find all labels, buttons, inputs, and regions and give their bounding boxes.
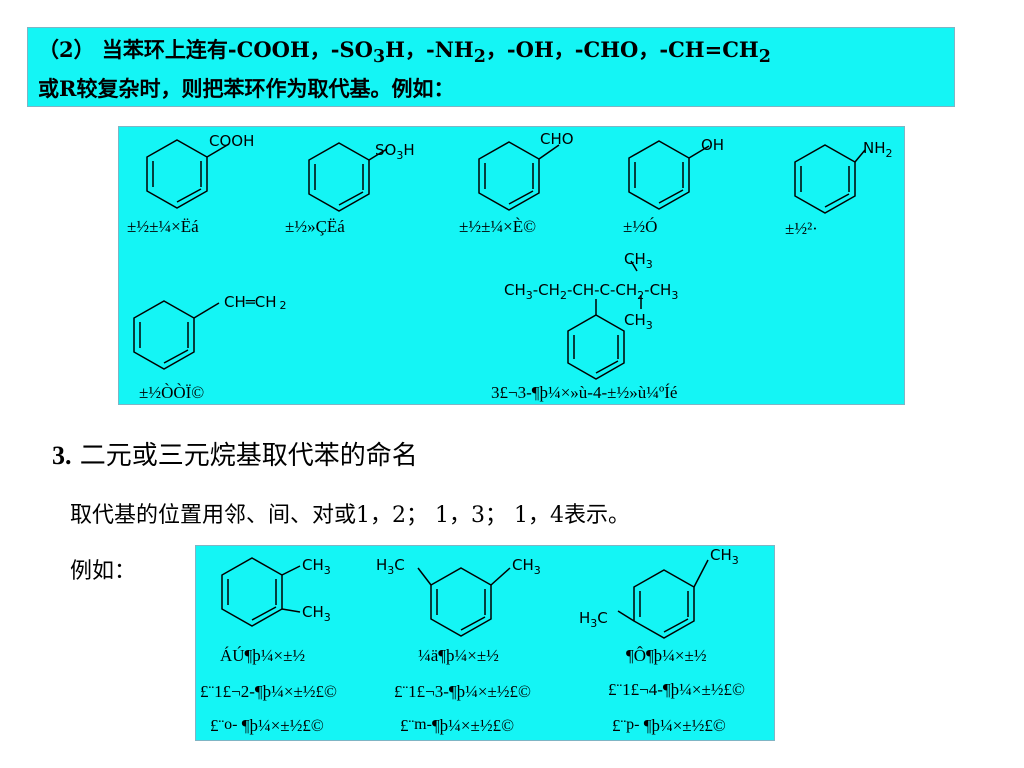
sulfonic-group-label: SO3H [375, 141, 415, 162]
branched-ring [567, 314, 625, 380]
ortho-ring [221, 557, 283, 627]
benzaldehyde-name: ±½±¼×È© [459, 217, 537, 236]
ortho-prefix-name: £¨o- ¶þ¼×±½£© [210, 716, 324, 735]
para-numeric-name: £¨1£¬4-¶þ¼×±½£© [608, 680, 745, 699]
ortho-name: ÁÚ¶þ¼×±½ [220, 646, 306, 665]
para-name: ¶Ô¶þ¼×±½ [626, 646, 707, 665]
styrene-name: ±½ÒÒÏ© [139, 383, 205, 402]
intro-line-1: （2） 当苯环上连有-COOH，-SO3H，-NH2，-OH，-CHO，-CH=… [38, 37, 771, 68]
intro-box: （2） 当苯环上连有-COOH，-SO3H，-NH2，-OH，-CHO，-CH=… [27, 27, 955, 107]
panel2-structures: CH3 CH3 H3C CH3 CH3 H3C [221, 546, 739, 639]
benzoic-ring [146, 139, 208, 209]
section-heading: 3. 二元或三元烷基取代苯的命名 [52, 441, 418, 471]
aniline-ring [794, 144, 856, 214]
aniline-name: ±½²· [785, 219, 818, 238]
xylene-examples-panel: CH3 CH3 H3C CH3 CH3 H3C ÁÚ¶þ¼×±½ £¨1£¬2-… [195, 545, 775, 741]
phenol-name: ±½Ó [623, 217, 658, 236]
meta-methyl-1: H3C [376, 556, 405, 577]
meta-numeric-name: £¨1£¬3-¶þ¼×±½£© [394, 682, 531, 701]
intro-line-2: 或R较复杂时，则把苯环作为取代基。例如： [38, 76, 455, 102]
meta-name: ¼ä¶þ¼×±½ [418, 646, 499, 665]
meta-ring [430, 567, 492, 637]
meta-prefix-name: £¨m-¶þ¼×±½£© [400, 716, 514, 735]
branched-main-chain: CH3-CH2-CH-C-CH2-CH3 [504, 281, 678, 302]
phenol-ring [628, 140, 690, 210]
branched-name: 3£¬3-¶þ¼×»ù-4-±½»ù¼ºÍé [491, 383, 678, 402]
ortho-methyl-2: CH3 [302, 603, 331, 624]
benzoic-group-label: COOH [209, 132, 254, 150]
sulfonic-name: ±½»ÇËá [285, 217, 345, 236]
para-methyl-1: CH3 [710, 546, 739, 567]
meta-methyl-2: CH3 [512, 556, 541, 577]
benzaldehyde-ring [478, 141, 540, 211]
para-ring [633, 569, 695, 639]
para-prefix-name: £¨p- ¶þ¼×±½£© [612, 716, 726, 735]
para-methyl-2: H3C [579, 609, 608, 630]
ortho-methyl-1: CH3 [302, 556, 331, 577]
benzaldehyde-group-label: CHO [540, 130, 574, 148]
aniline-group-label: NH2 [863, 139, 893, 160]
branched-bottom-methyl: CH3 [624, 311, 653, 332]
phenol-group-label: OH [701, 136, 724, 154]
branched-top-methyl: CH3 [624, 250, 653, 271]
styrene-ring [133, 300, 195, 370]
benzoic-name: ±½±¼×Ëá [127, 217, 199, 236]
sulfonic-ring [308, 142, 370, 212]
positions-description: 取代基的位置用邻、间、对或1，2； 1，3； 1，4表示。 [70, 503, 630, 528]
example-label: 例如： [70, 559, 137, 584]
ortho-numeric-name: £¨1£¬2-¶þ¼×±½£© [200, 682, 337, 701]
